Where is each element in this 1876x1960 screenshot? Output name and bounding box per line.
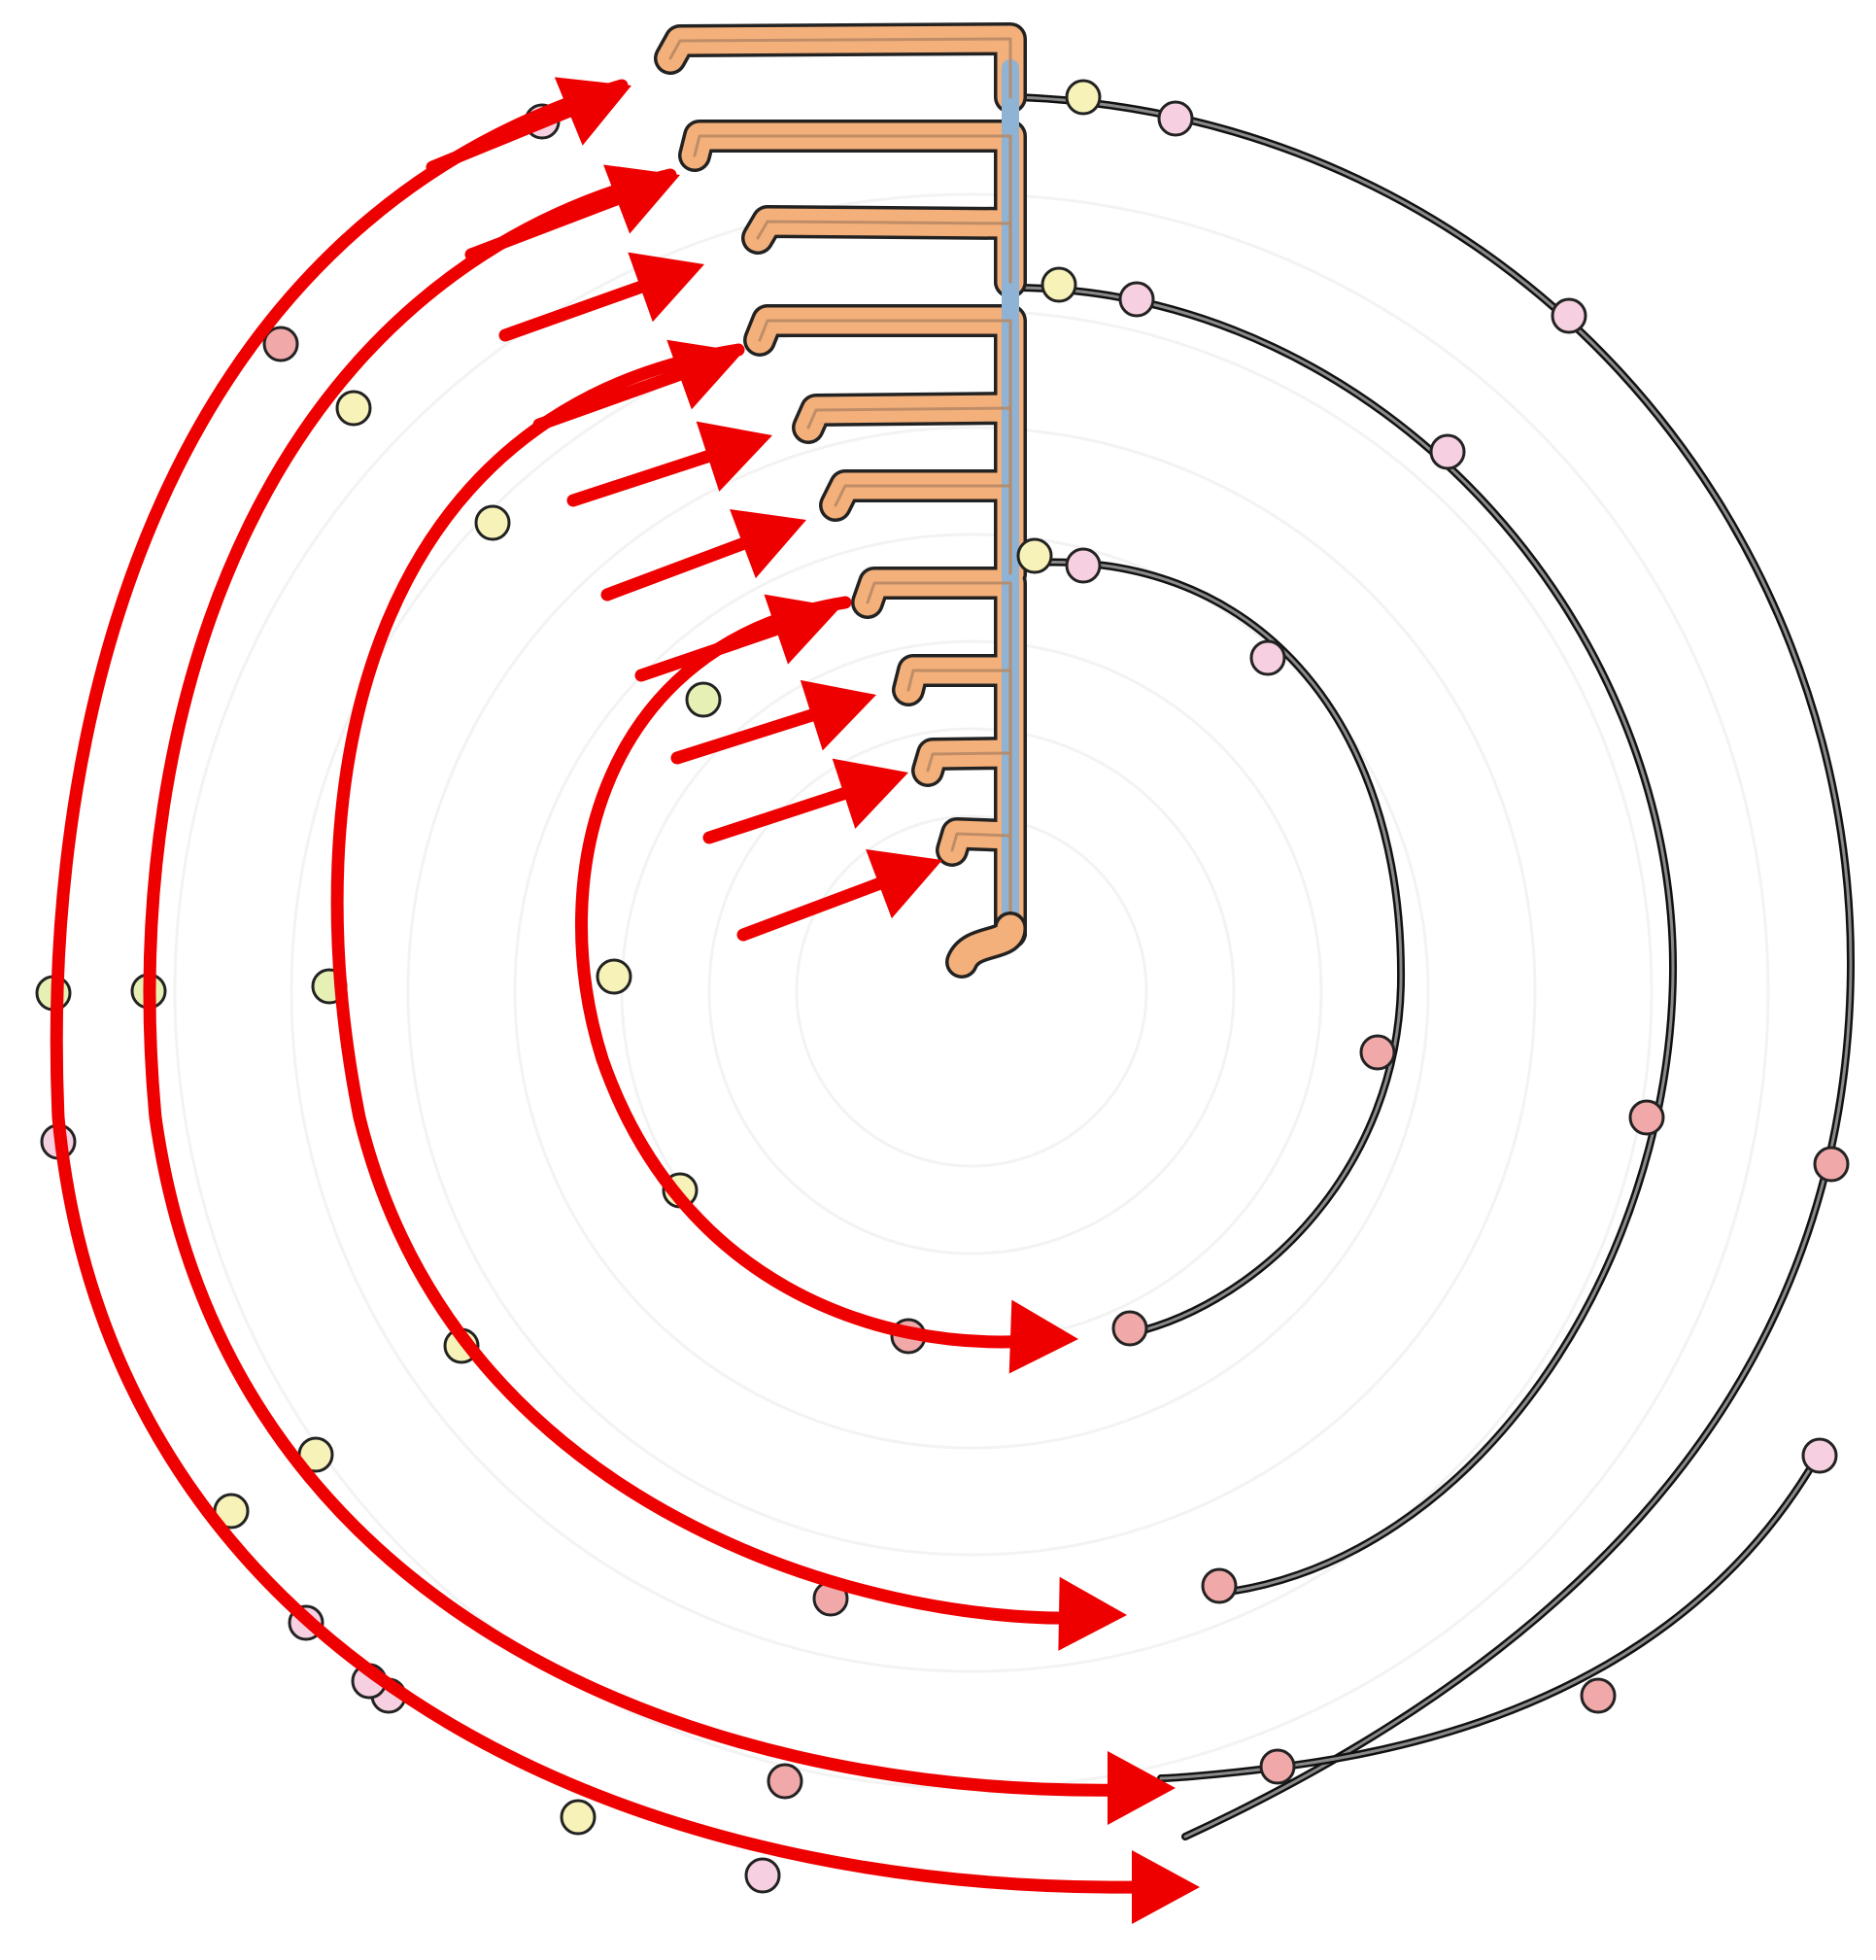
track-node-38 — [562, 1801, 595, 1834]
track-node-2 — [1159, 102, 1192, 135]
track-node-4 — [1042, 268, 1075, 301]
track-node-13 — [1113, 1312, 1146, 1345]
spiral-track-2 — [1018, 288, 1673, 1594]
background-ring-7 — [175, 194, 1768, 1788]
straight-arrow-shaft-6 — [607, 538, 757, 595]
track-node-14 — [1203, 1569, 1236, 1602]
track-node-15 — [1261, 1750, 1294, 1783]
straight-arrow-shaft-2 — [471, 194, 631, 255]
spiral-tracks — [1018, 97, 1851, 1837]
red-arrows — [56, 77, 1200, 1924]
straight-arrow-shaft-9 — [709, 789, 858, 838]
track-node-16 — [1582, 1679, 1615, 1712]
track-node-23 — [597, 960, 631, 993]
straight-arrow-shaft-10 — [743, 878, 893, 935]
track-node-12 — [1815, 1148, 1848, 1181]
track-node-9 — [1251, 641, 1284, 674]
track-node-5 — [1120, 283, 1153, 316]
curved-arrow-head-2 — [1058, 1577, 1127, 1651]
track-node-17 — [1803, 1439, 1836, 1472]
curved-arrow-head-4 — [1132, 1850, 1200, 1924]
straight-arrow-head-8 — [801, 680, 876, 750]
straight-arrow-shaft-7 — [641, 625, 790, 675]
track-node-37 — [768, 1765, 802, 1798]
track-node-6 — [1431, 435, 1464, 468]
stem-branch-fill-1 — [670, 39, 1010, 97]
spiral-track-core-4 — [1161, 1458, 1817, 1778]
spiral-track-4 — [1161, 1458, 1817, 1778]
spiral-track-core-1 — [1018, 562, 1401, 1333]
track-node-39 — [746, 1859, 779, 1892]
central-stem — [670, 39, 1010, 962]
track-node-11 — [1630, 1101, 1663, 1134]
straight-arrow-shaft-5 — [573, 452, 722, 500]
track-node-1 — [1067, 81, 1100, 114]
track-node-10 — [1361, 1036, 1394, 1069]
straight-arrow-shaft-3 — [505, 282, 654, 335]
track-node-21 — [476, 506, 509, 539]
track-node-8 — [1067, 549, 1100, 582]
spiral-track-1 — [1018, 562, 1401, 1333]
straight-arrow-shaft-1 — [432, 106, 582, 167]
track-node-3 — [1552, 299, 1586, 332]
curved-arrow-head-1 — [1009, 1300, 1078, 1374]
stem-branch-fill-3 — [758, 222, 1010, 282]
track-node-20 — [337, 392, 370, 425]
track-node-7 — [1018, 539, 1051, 572]
background-ring-1 — [797, 816, 1146, 1166]
spiral-track-core-2 — [1018, 288, 1673, 1594]
curved-arrow-head-3 — [1108, 1751, 1176, 1825]
background-rings — [175, 194, 1768, 1788]
track-node-22 — [687, 683, 720, 716]
stem-branch-fill-6 — [836, 486, 1010, 573]
